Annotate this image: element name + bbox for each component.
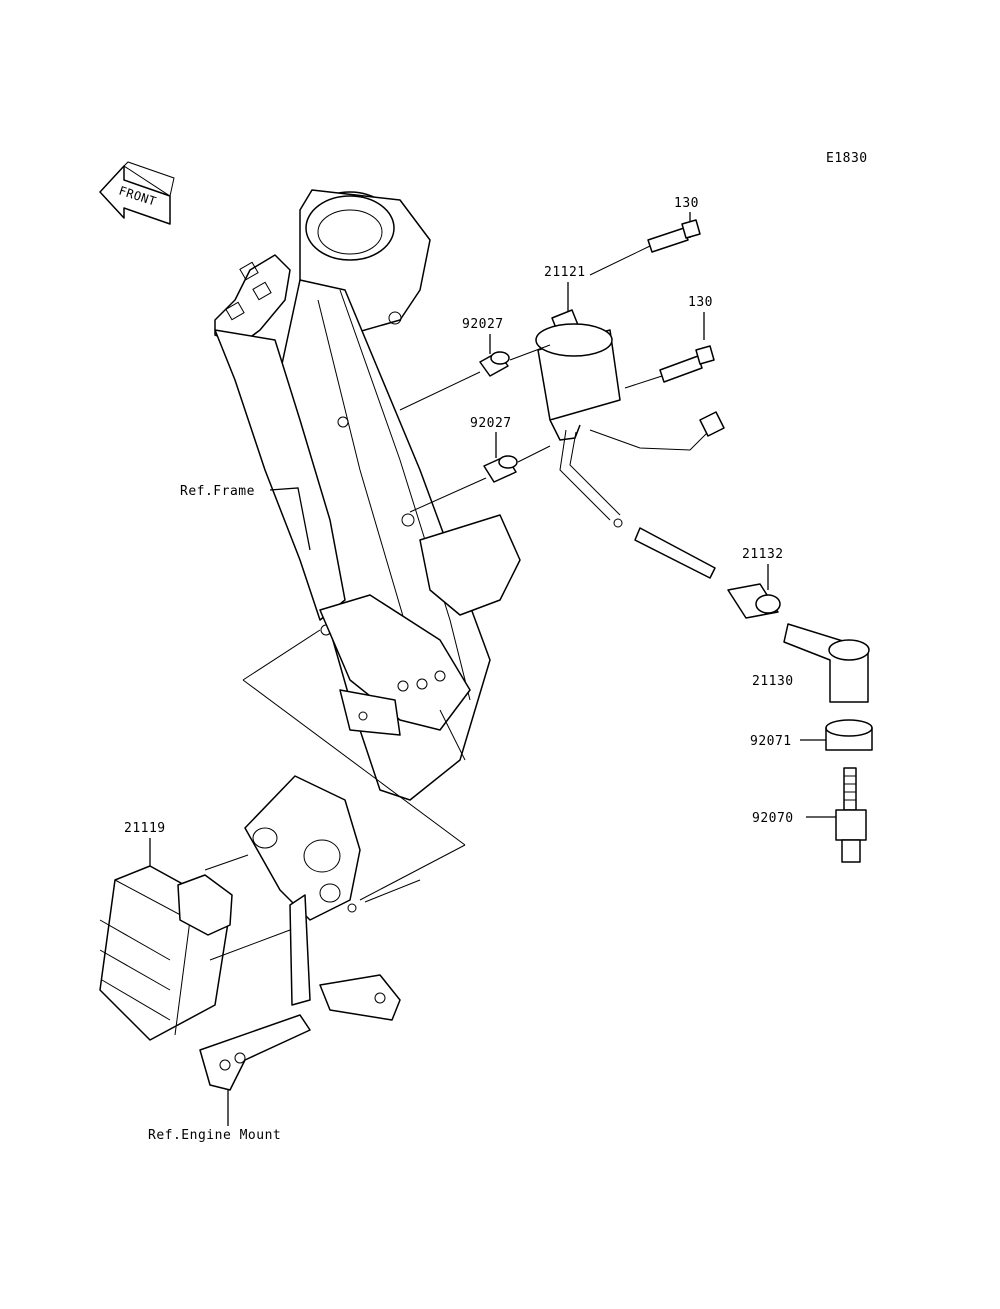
spark-plug-cap-seal <box>727 583 781 619</box>
ref-frame-leader <box>269 487 311 551</box>
ignition-coil <box>535 309 725 579</box>
ignition-coil-label: 21121 <box>544 265 586 280</box>
cap-ring-label: 92071 <box>750 734 792 749</box>
spark-plug-cap-label: 21130 <box>752 674 794 689</box>
front-arrow-icon: FRONT <box>99 161 175 225</box>
frame-drawing <box>214 189 521 901</box>
collar-lower <box>483 455 518 483</box>
bolt-lower-axis <box>624 375 663 389</box>
collar-upper-axis <box>399 371 481 411</box>
diagram-id: E1830 <box>826 151 868 166</box>
spark-plug <box>835 767 867 863</box>
collar-upper-label: 92027 <box>462 317 504 332</box>
bolt-upper-axis <box>589 245 651 276</box>
cap-ring <box>825 719 873 751</box>
collar-upper-axis-b <box>509 344 551 361</box>
cdi-mount-axis-b <box>204 854 249 871</box>
ref-frame-label: Ref.Frame <box>180 484 255 499</box>
engine-mount-bracket <box>199 775 401 1091</box>
bolt-upper-label: 130 <box>674 196 699 211</box>
spark-plug-label: 92070 <box>752 811 794 826</box>
spark-plug-cap-seal-label: 21132 <box>742 547 784 562</box>
collar-lower-axis <box>409 477 487 513</box>
collar-lower-label: 92027 <box>470 416 512 431</box>
bolt-upper <box>647 219 701 253</box>
cdi-unit-label: 21119 <box>124 821 166 836</box>
collar-upper <box>479 351 510 377</box>
collar-lower-axis-b <box>517 445 551 463</box>
bolt-lower <box>659 345 715 383</box>
spark-plug-cap <box>783 623 870 703</box>
bolt-lower-label: 130 <box>688 295 713 310</box>
cdi-mount-axis <box>209 929 291 961</box>
cdi-unit <box>99 865 233 1041</box>
ref-engine-mount-label: Ref.Engine Mount <box>148 1128 281 1143</box>
bracket-axis <box>364 879 421 903</box>
